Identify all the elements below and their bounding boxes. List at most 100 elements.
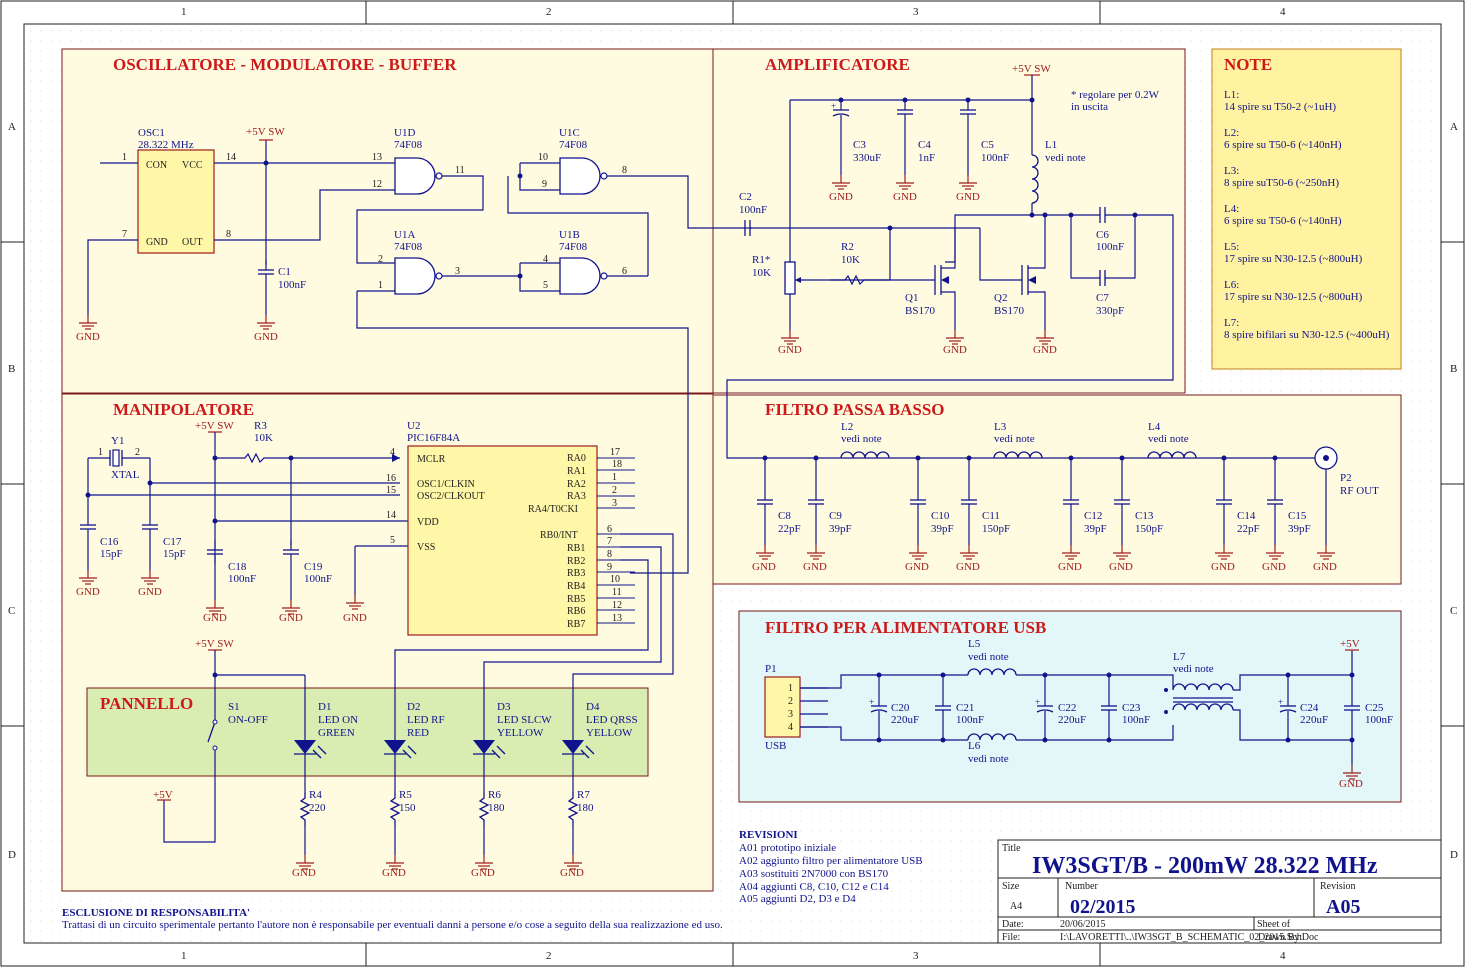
u1c-type: 74F08 — [559, 139, 588, 151]
drawn-by-label: Drawn By: — [1258, 932, 1302, 943]
pin-number: 4 — [788, 722, 793, 733]
pin-number: 13 — [372, 152, 382, 163]
d1-ref: D1 — [318, 701, 331, 713]
r6-ref: R6 — [488, 789, 501, 801]
c9-ref: C9 — [829, 510, 842, 522]
block-panel — [86, 687, 649, 777]
revision-item: A02 aggiunto filtro per alimentatore USB — [739, 855, 923, 867]
row-label: C — [1450, 605, 1457, 617]
c16-value: 15pF — [100, 548, 123, 560]
gnd-label: GND — [752, 561, 776, 573]
l3-ref: L3 — [994, 421, 1007, 433]
gnd-label: GND — [956, 191, 980, 203]
date-label: Date: — [1002, 919, 1024, 930]
gnd-label: GND — [829, 191, 853, 203]
gnd-label: GND — [292, 867, 316, 879]
d3-ref: D3 — [497, 701, 511, 713]
gnd-label: GND — [905, 561, 929, 573]
power-5v-sw: +5V SW — [1012, 63, 1051, 75]
u2-pin-name: RB7 — [567, 619, 585, 630]
c13-ref: C13 — [1135, 510, 1154, 522]
c13-value: 150pF — [1135, 523, 1163, 535]
u2-pic-chip — [407, 445, 598, 636]
u1c-ref: U1C — [559, 127, 580, 139]
pin-number: 1 — [612, 472, 617, 483]
power-5v-sw: +5V SW — [195, 638, 234, 650]
col-label: 2 — [546, 6, 552, 18]
revision-item: A04 aggiunti C8, C10, C12 e C14 — [739, 881, 889, 893]
q2-type: BS170 — [994, 305, 1024, 317]
section-title-panel: PANNELLO — [100, 694, 193, 713]
pin-number: 14 — [226, 152, 236, 163]
col-label: 1 — [181, 950, 187, 962]
note-text: 6 spire su T50-6 (~140nH) — [1224, 215, 1342, 227]
d3-label: LED SLCW — [497, 714, 552, 726]
pin-number: 1 — [378, 280, 383, 291]
u2-pin-name: RA4/T0CKI — [528, 504, 578, 515]
c8-value: 22pF — [778, 523, 801, 535]
col-label: 3 — [913, 6, 919, 18]
s1-value: ON-OFF — [228, 714, 268, 726]
c12-ref: C12 — [1084, 510, 1102, 522]
power-5v-sw: +5V SW — [195, 420, 234, 432]
title-block: Title IW3SGT/B - 200mW 28.322 MHz Size A… — [997, 839, 1442, 944]
p1-value: USB — [765, 740, 786, 752]
l2-value: vedi note — [841, 433, 882, 445]
note-label: L5: — [1224, 241, 1239, 253]
disclaimer-text: Trattasi di un circuito sperimentale per… — [62, 919, 723, 931]
size-label: Size — [1002, 881, 1020, 892]
d4-label: LED QRSS — [586, 714, 638, 726]
u2-type: PIC16F84A — [407, 432, 460, 444]
gnd-label: GND — [1313, 561, 1337, 573]
gnd-label: GND — [76, 331, 100, 343]
c3-value: 330uF — [853, 152, 881, 164]
c1-ref: C1 — [278, 266, 291, 278]
c17-value: 15pF — [163, 548, 186, 560]
gnd-label: GND — [1058, 561, 1082, 573]
pin-number: 2 — [612, 485, 617, 496]
c22-value: 220uF — [1058, 714, 1086, 726]
col-label: 1 — [181, 6, 187, 18]
q1-mosfet — [934, 255, 956, 330]
pin-number: 7 — [122, 229, 127, 240]
revision-item: A03 sostituiti 2N7000 con BS170 — [739, 868, 889, 880]
gnd-label: GND — [279, 612, 303, 624]
pin-number: 1 — [122, 152, 127, 163]
c4-value: 1nF — [918, 152, 935, 164]
pin-number: 14 — [386, 510, 396, 521]
revisions-title: REVISIONI — [739, 829, 798, 841]
panel-circuit: +5V SW +5V S1 ON-OFF GND D1 LED ON GREEN… — [153, 638, 638, 879]
pin-number: 6 — [622, 266, 627, 277]
u2-pin-name: RA2 — [567, 479, 586, 490]
u2-pin-name: RA0 — [567, 453, 586, 464]
c22-ref: C22 — [1058, 702, 1076, 714]
pin-number: 4 — [543, 254, 548, 265]
d2-label: LED RF — [407, 714, 445, 726]
pin-number: 15 — [386, 485, 396, 496]
pin-number: 3 — [612, 498, 617, 509]
u1a-ref: U1A — [394, 229, 415, 241]
r5-value: 150 — [399, 802, 416, 814]
s1-ref: S1 — [228, 701, 240, 713]
row-label: B — [8, 363, 15, 375]
l4-value: vedi note — [1148, 433, 1189, 445]
c14-value: 22pF — [1237, 523, 1260, 535]
osc1-chip — [137, 149, 215, 254]
inductor-notes: L1: 14 spire su T50-2 (~1uH) L2: 6 spire… — [1224, 89, 1390, 341]
drawing-revision: A05 — [1326, 896, 1360, 918]
gnd-label: GND — [382, 867, 406, 879]
row-label: B — [1450, 363, 1457, 375]
row-label: C — [8, 605, 15, 617]
section-title-lowpass: FILTRO PASSA BASSO — [765, 400, 945, 419]
note-text: 6 spire su T50-6 (~140nH) — [1224, 139, 1342, 151]
c4-ref: C4 — [918, 139, 931, 151]
c25-ref: C25 — [1365, 702, 1384, 714]
u2-pin-name: VSS — [417, 542, 435, 553]
note-text: 14 spire su T50-2 (~1uH) — [1224, 101, 1336, 113]
pin-number: 2 — [788, 696, 793, 707]
r4-ref: R4 — [309, 789, 322, 801]
power-5v-sw: +5V SW — [246, 126, 285, 138]
disclaimer-title: ESCLUSIONE DI RESPONSABILITA' — [62, 907, 250, 919]
pin-number: 2 — [135, 447, 140, 458]
